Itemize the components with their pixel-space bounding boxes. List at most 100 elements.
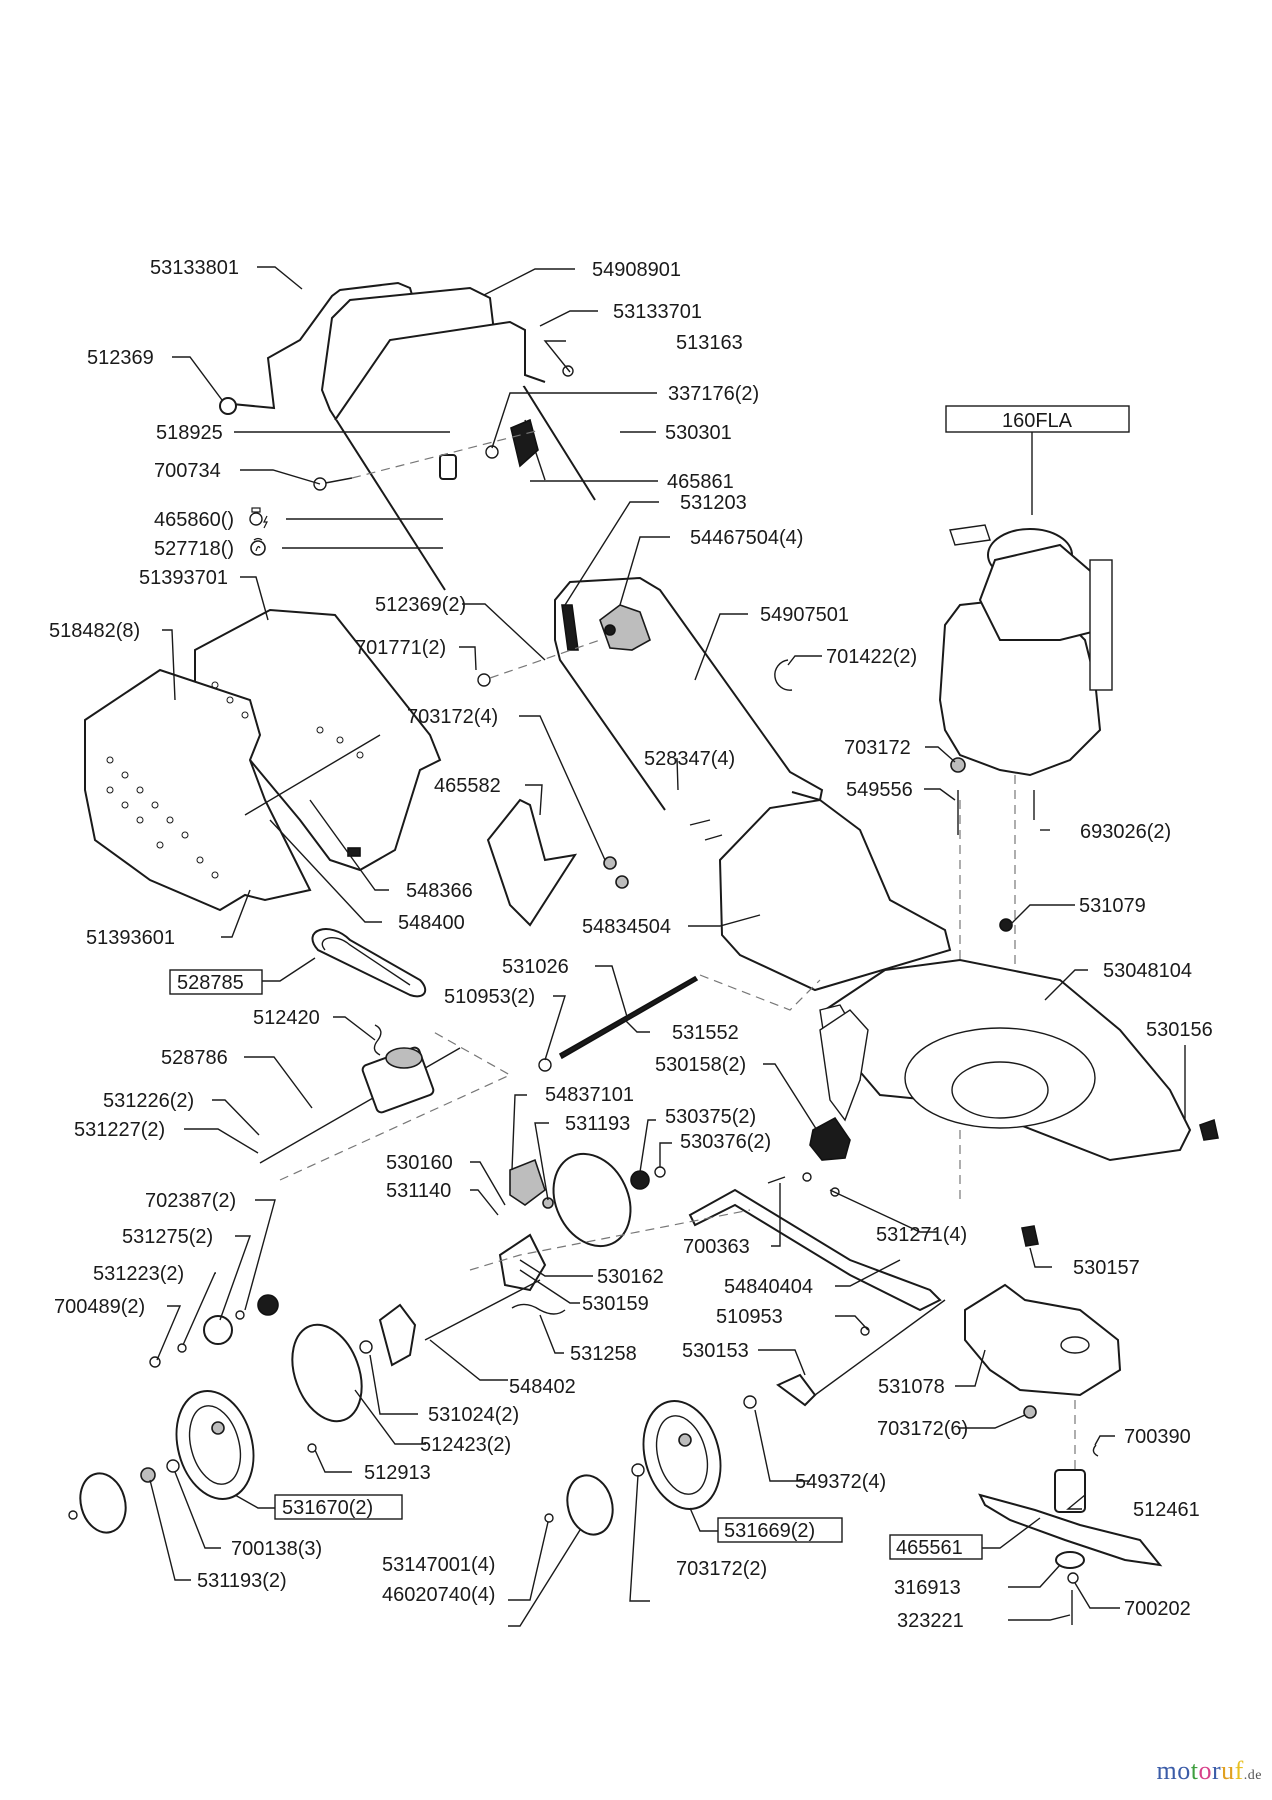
label-531271: 531271(4) (876, 1224, 967, 1246)
label-700138: 700138(3) (231, 1538, 322, 1560)
bolt-528347[interactable] (704, 834, 723, 841)
washer-531024[interactable] (359, 1340, 373, 1354)
washer-700489[interactable] (177, 1343, 187, 1353)
bolt-700363[interactable] (767, 1176, 786, 1184)
grass-catcher-bottom-51393601[interactable] (84, 668, 312, 912)
hubcap[interactable] (74, 1468, 132, 1537)
label-510953: 510953 (716, 1306, 783, 1328)
label-548366: 548366 (406, 880, 473, 902)
rear-deflector-54834504[interactable] (718, 798, 952, 992)
cap-plug-53147001[interactable] (544, 1513, 554, 1523)
clip-518925[interactable] (439, 454, 457, 480)
label-703172-4: 703172(4) (407, 706, 498, 728)
drive-belt-528785-inner (321, 937, 411, 986)
bearing-530375[interactable] (630, 1170, 650, 1190)
control-lever[interactable] (510, 418, 539, 468)
mulch-plug-465582[interactable] (486, 798, 578, 927)
blade-hub-512461[interactable] (1054, 1469, 1086, 1513)
engine-160FLA[interactable] (938, 524, 1113, 777)
clip-700489[interactable] (149, 1356, 161, 1368)
bolt-528347[interactable] (689, 819, 711, 826)
bracket-530158[interactable] (809, 1116, 851, 1161)
assembly-line (699, 974, 821, 1011)
catcher-mesh-pattern (106, 681, 364, 879)
nut-703172[interactable] (631, 1463, 645, 1477)
clip-530156[interactable] (1199, 1118, 1219, 1141)
height-lever-54840404[interactable] (688, 1188, 942, 1312)
washer-531275[interactable] (235, 1310, 245, 1320)
label-54837101: 54837101 (545, 1084, 634, 1106)
screw-512913[interactable] (307, 1443, 317, 1453)
spring-531258[interactable] (511, 1303, 566, 1315)
label-512369: 512369 (87, 347, 154, 369)
blade-465561[interactable] (978, 1493, 1163, 1567)
label-323221: 323221 (897, 1610, 964, 1632)
wheel-plate-530162[interactable] (539, 1141, 645, 1258)
washer-510953[interactable] (860, 1326, 870, 1336)
nut-703172[interactable] (603, 856, 617, 870)
nut-703172[interactable] (1023, 1405, 1037, 1419)
spring-512420[interactable] (373, 1024, 382, 1056)
leader-lines (149, 266, 1186, 1627)
washer-531079[interactable] (999, 918, 1013, 932)
front-axle[interactable] (814, 1299, 946, 1396)
catcher-rod-548400[interactable] (244, 734, 381, 816)
boxed-label-531670[interactable]: 531670(2) (274, 1494, 403, 1520)
nut-512369[interactable] (219, 397, 237, 415)
label-528786: 528786 (161, 1047, 228, 1069)
washer-530376[interactable] (654, 1166, 666, 1178)
nut-700138[interactable] (166, 1459, 180, 1473)
boxed-label-531669[interactable]: 531669(2) (717, 1517, 843, 1543)
screw-701771[interactable] (477, 673, 491, 687)
washer-700202[interactable] (1067, 1572, 1079, 1584)
washer-549372[interactable] (743, 1395, 757, 1409)
gearbox-pulley (385, 1047, 423, 1069)
axle-shaft-528786[interactable] (259, 1047, 461, 1164)
label-703172-2: 703172(2) (676, 1558, 767, 1580)
label-693026: 693026(2) (1080, 821, 1171, 843)
boxed-label-528785[interactable]: 528785 (169, 969, 263, 995)
blade-adapter-531078[interactable] (964, 1283, 1122, 1397)
gear-531223[interactable] (203, 1315, 233, 1345)
label-531140: 531140 (386, 1180, 451, 1202)
part-labels: 53133801 54908901 53133701 512369 513163… (49, 257, 1213, 1632)
bushing-531193[interactable] (140, 1467, 156, 1483)
parts-artwork (68, 281, 1219, 1625)
label-531227: 531227(2) (74, 1119, 165, 1141)
boxed-label-465561[interactable]: 465561 (889, 1534, 983, 1560)
wheel-cover-512423[interactable] (280, 1315, 374, 1431)
washer-316913[interactable] (1055, 1551, 1085, 1569)
pawl-702387[interactable] (257, 1294, 279, 1316)
label-700363: 700363 (683, 1236, 750, 1258)
label-465860: 465860() (154, 509, 234, 531)
rear-axle-548402[interactable] (424, 1279, 541, 1341)
bracket-530159[interactable] (498, 1233, 547, 1292)
cap-plug[interactable] (68, 1510, 78, 1520)
label-530160: 530160 (386, 1152, 453, 1174)
height-lever-54837101[interactable] (509, 1158, 546, 1206)
height-bracket[interactable] (819, 1009, 869, 1122)
handle-bar-53133701[interactable] (334, 320, 546, 421)
ring-clip-701422[interactable] (774, 659, 793, 691)
pivot-530153[interactable] (776, 1373, 817, 1407)
label-465582: 465582 (434, 775, 501, 797)
label-46020740: 46020740(4) (382, 1584, 495, 1606)
engine-label-box[interactable]: 160FLA (945, 405, 1130, 433)
label-531193: 531193 (565, 1113, 630, 1135)
logo-letter: o (1198, 1756, 1212, 1785)
label-531552: 531552 (672, 1022, 739, 1044)
nut-703172[interactable] (615, 875, 629, 889)
label-530157: 530157 (1073, 1257, 1140, 1279)
wheel-531669[interactable] (632, 1392, 732, 1517)
washer-513163[interactable] (562, 365, 574, 377)
hubcap-46020740[interactable] (561, 1470, 619, 1539)
label-531226: 531226(2) (103, 1090, 194, 1112)
key-700390[interactable] (1092, 1444, 1099, 1457)
axle-plate-548402[interactable] (378, 1303, 417, 1367)
washer-510953[interactable] (538, 1058, 552, 1072)
bolt-531271[interactable] (802, 1172, 812, 1182)
clip-531203[interactable] (561, 604, 579, 651)
wheel-531670[interactable] (165, 1382, 265, 1507)
clip-530157[interactable] (1021, 1225, 1039, 1247)
